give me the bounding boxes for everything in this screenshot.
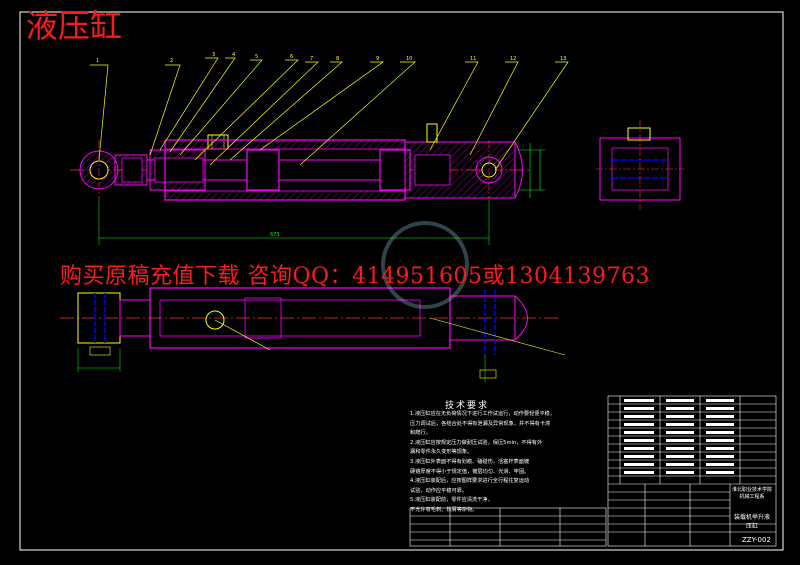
leader-lines: [90, 57, 569, 171]
parts-list-marks: [624, 399, 734, 474]
tech-requirement-line: 压力调试后，各结合处不得有泄漏及异常现象，并不得有卡滞: [410, 420, 551, 427]
part-label: 6: [290, 54, 293, 60]
title-block-drawing-code: ZZY-002: [742, 536, 771, 544]
tech-requirement-line: 2.液压缸应按规定压力做耐压试验，保压5min，不得有外: [410, 439, 543, 446]
tech-requirement-line: 4.液压缸装配后，应按图样要求进行全行程往复运动: [410, 478, 530, 485]
part-label: 12: [510, 56, 516, 62]
part-label: 9: [376, 56, 379, 62]
tech-requirement-line: 5.液压缸装配前，零件应清洗干净，: [410, 497, 493, 504]
part-label: 2: [170, 58, 173, 64]
part-label: 4: [232, 52, 235, 58]
end-view: [595, 120, 685, 210]
part-label: 10: [406, 56, 412, 62]
drawing-border: [19, 11, 784, 551]
tech-requirement-line: 和爬行。: [410, 430, 431, 437]
tech-requirements-title: 技术要求: [445, 401, 490, 411]
tech-requirement-line: 3.液压缸外表面不得有划痕、磕碰伤，活塞杆表面镀: [410, 458, 530, 465]
title-block: [409, 395, 777, 547]
main-section-view: 673: [70, 123, 545, 245]
part-label: 13: [560, 56, 566, 62]
tech-requirement-line: 漏和零件永久变形等现象。: [410, 449, 473, 456]
title-block-drawing-name: 装载机举升液压缸: [733, 514, 770, 530]
tech-requirement-line: 试验，动作应平稳可靠。: [410, 487, 468, 494]
part-numbers: 1 2 3 4 5 6 7 8 9 10 11 12 13: [96, 52, 566, 64]
title-block-school: 淮北职业技术学院 机械工程系: [732, 487, 773, 500]
ad-banner: 购买原稿充值下载 咨询QQ：414951605或1304139763: [60, 264, 651, 289]
part-label: 1: [96, 58, 99, 64]
watermark-logo: [381, 221, 469, 309]
part-label: 5: [255, 54, 258, 60]
drawing-title: 液压缸: [26, 7, 123, 45]
tech-requirements-list: 1.液压缸应在无负荷情况下进行工作试运行，动作要轻便平稳， 压力调试后，各结合处…: [410, 410, 590, 516]
piston: [246, 149, 280, 191]
part-label: 7: [310, 56, 313, 62]
bottom-view: [60, 287, 566, 382]
tech-requirement-line: 硬铬厚度不得小于规定值，镀层均匀、光滑、牢固。: [410, 468, 530, 475]
part-label: 3: [212, 52, 215, 58]
svg-text:673: 673: [270, 232, 280, 238]
tech-requirement-line: 不允许有毛刺、铁屑等杂物。: [410, 506, 478, 513]
part-label: 8: [336, 56, 339, 62]
part-label: 11: [470, 56, 476, 62]
tech-requirement-line: 1.液压缸应在无负荷情况下进行工作试运行，动作要轻便平稳，: [410, 411, 556, 417]
